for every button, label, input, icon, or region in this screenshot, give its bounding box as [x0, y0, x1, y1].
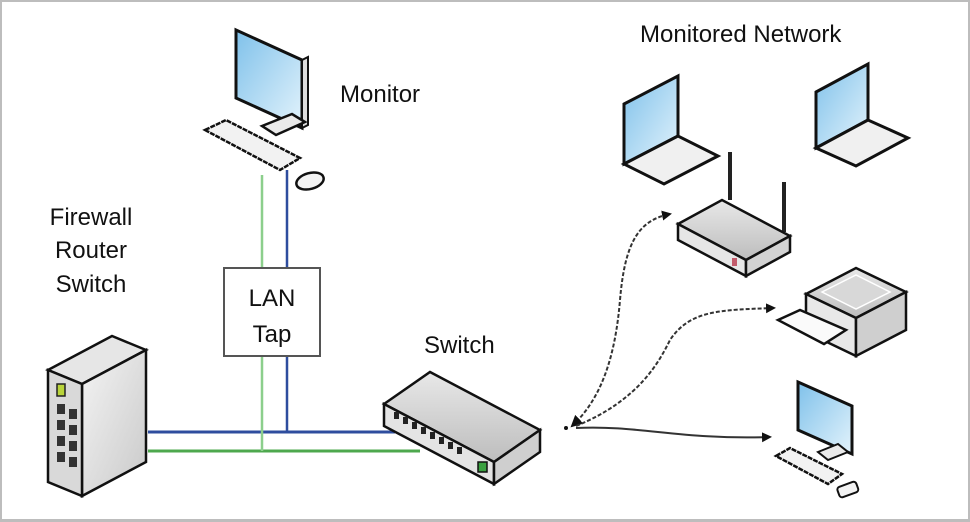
laptop-icon[interactable]	[812, 61, 912, 168]
laptop-icon[interactable]	[620, 73, 722, 186]
arrow-switch-to-desktop	[575, 426, 772, 443]
lan-tap-label-line2: Tap	[253, 321, 292, 348]
connection-arrows	[564, 210, 776, 443]
wireless-router-icon[interactable]	[675, 152, 793, 279]
desktop-computer-icon[interactable]	[773, 379, 860, 499]
monitor-computer-icon[interactable]	[202, 27, 326, 192]
arrow-switch-to-printer	[575, 303, 776, 427]
monitored-network-label: Monitored Network	[640, 21, 842, 48]
printer-icon[interactable]	[775, 266, 909, 359]
lan-tap-label-line1: LAN	[249, 285, 296, 312]
switch-label: Switch	[424, 332, 495, 359]
firewall-label-line1: Firewall	[50, 204, 133, 231]
firewall-label-line3: Switch	[56, 271, 127, 298]
firewall-router-switch-icon[interactable]	[45, 334, 149, 499]
monitor-label: Monitor	[340, 81, 420, 108]
network-switch-icon[interactable]	[381, 370, 543, 487]
arrow-switch-to-router	[570, 210, 672, 428]
lan-tap[interactable]: LAN Tap	[223, 267, 321, 357]
firewall-label-line2: Router	[55, 237, 127, 264]
